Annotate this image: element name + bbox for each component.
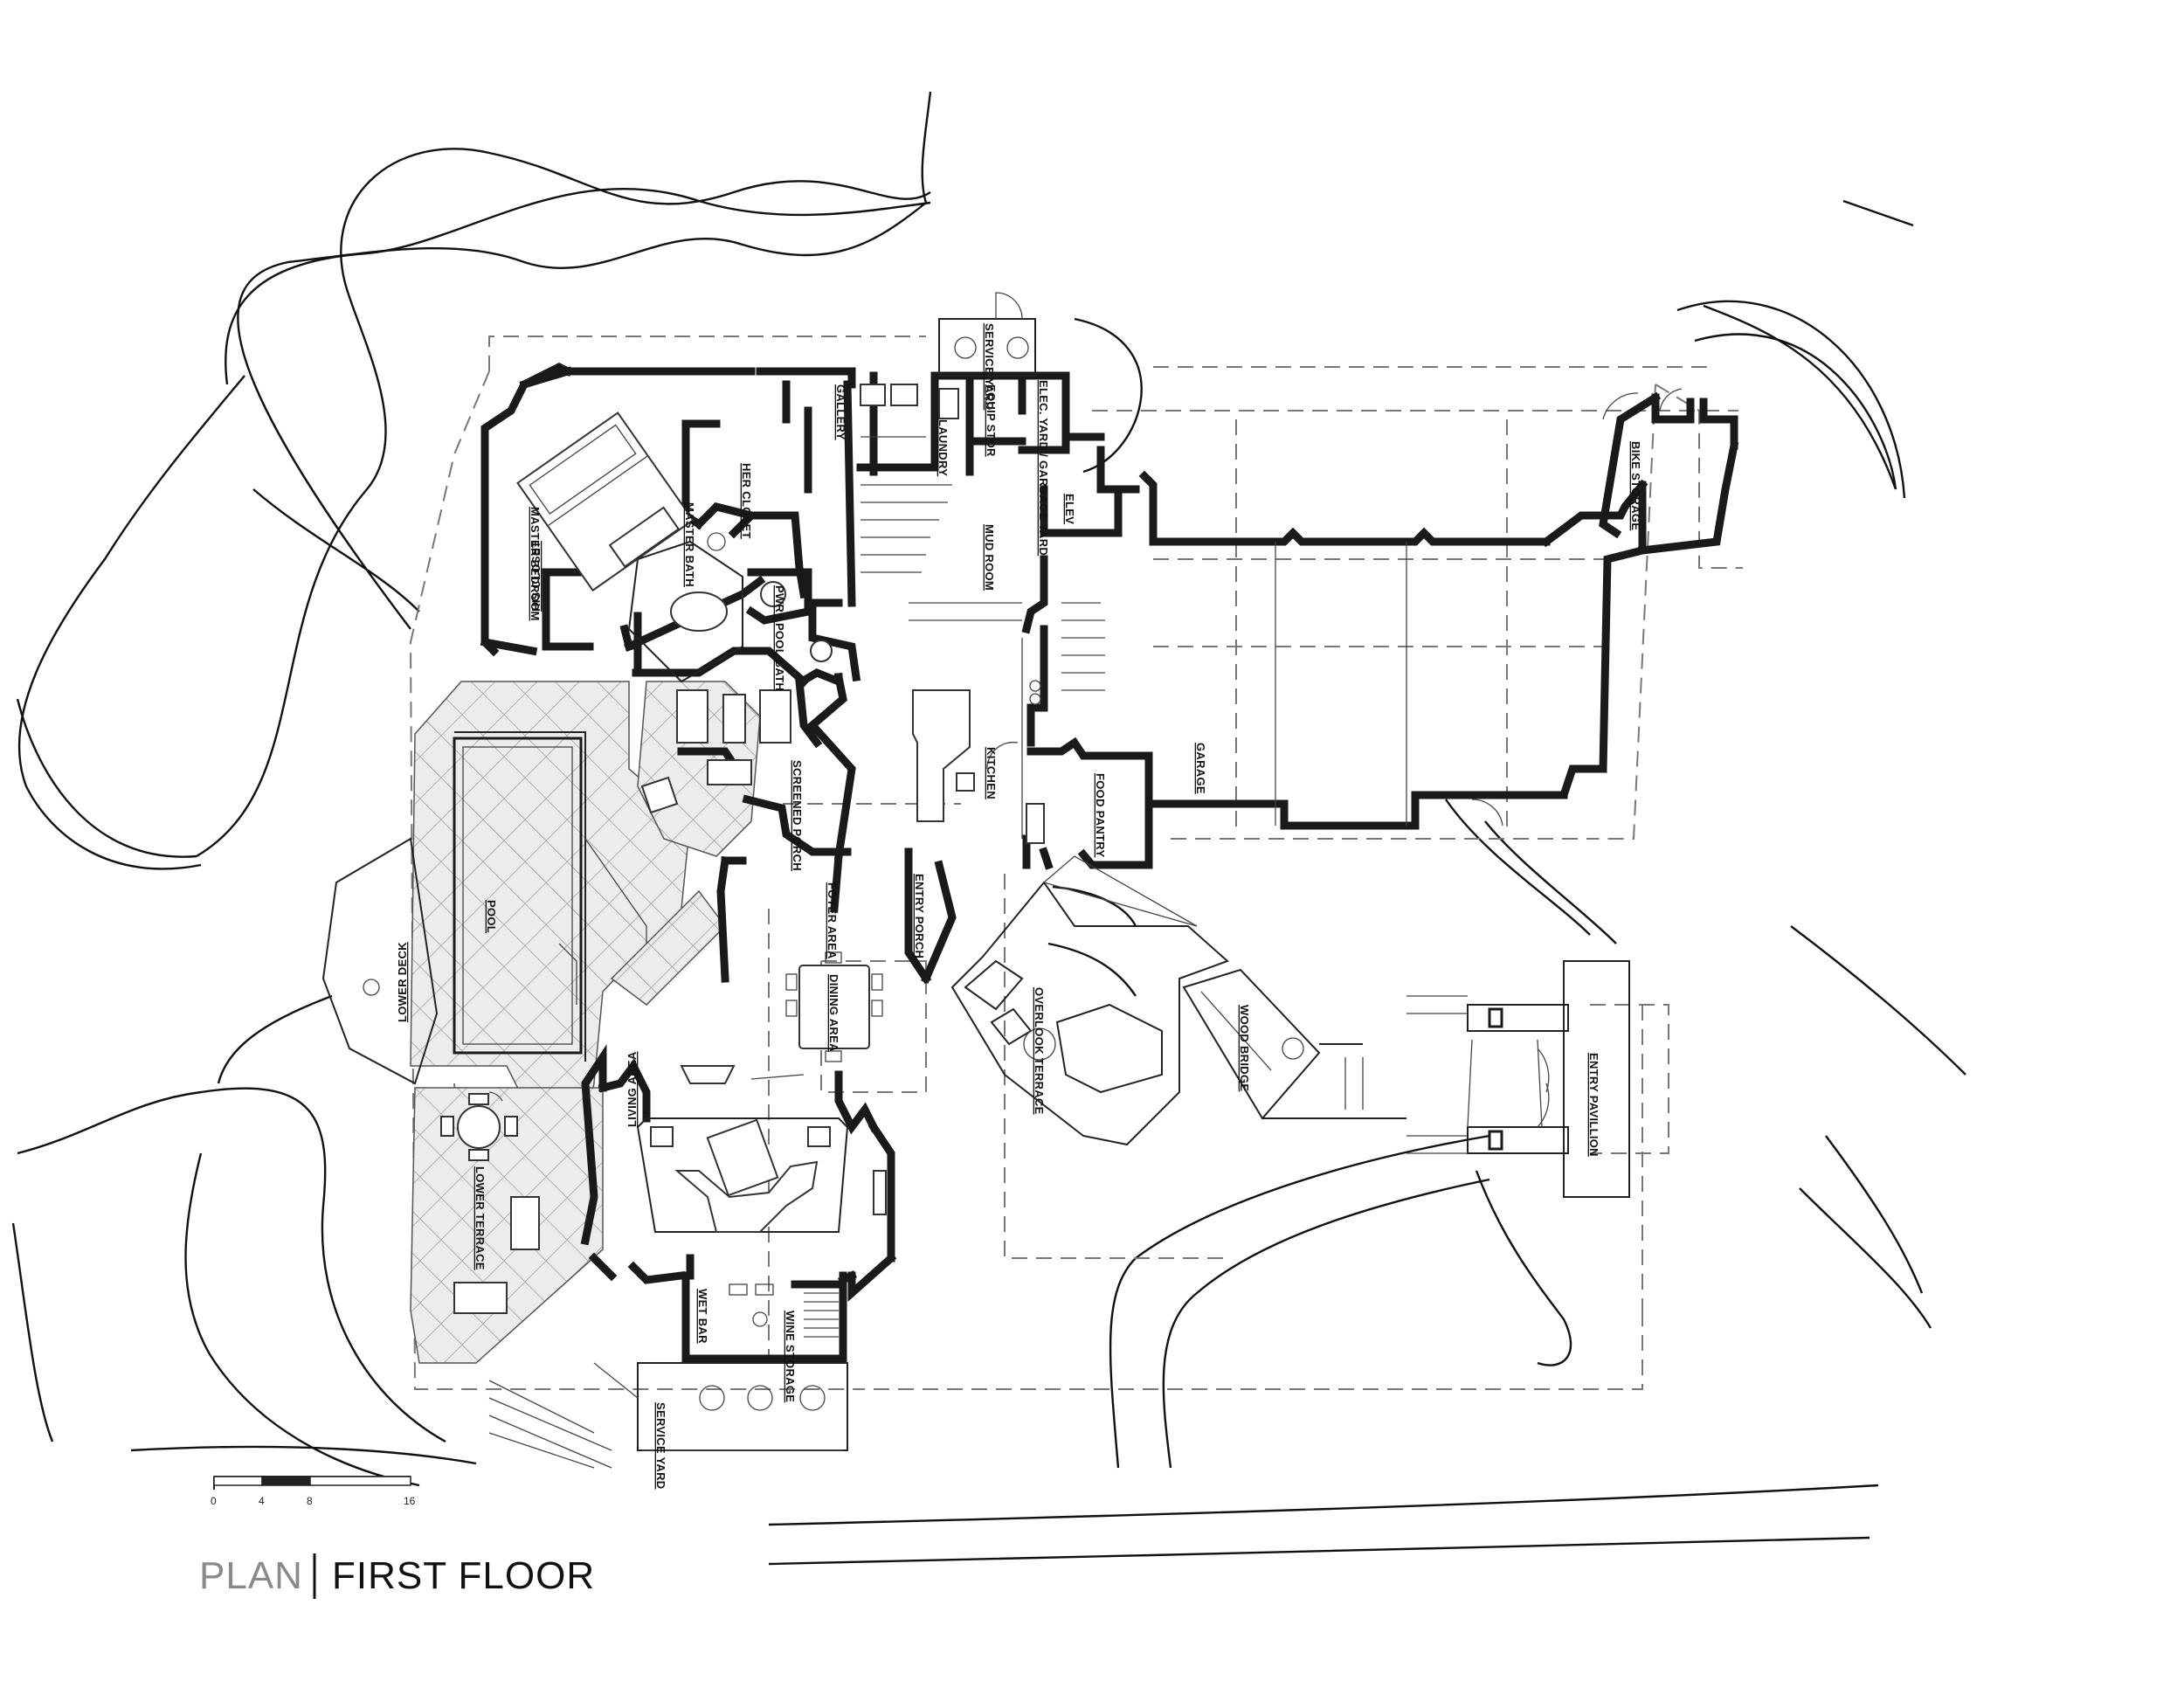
- label-screened-porch: SCREENED PORCH: [791, 760, 804, 871]
- label-wood-bridge: WOOD BRIDGE: [1238, 1005, 1251, 1091]
- overlook-terrace-outline: [950, 855, 1229, 1146]
- label-pool: POOL: [485, 900, 498, 933]
- wood-bridge: [1182, 968, 1406, 1120]
- interior-linework: [440, 292, 1683, 1469]
- label-equip-stor: EQUIP STOR: [985, 384, 998, 457]
- lower-terrace-furniture: [440, 1093, 540, 1314]
- label-kitchen: KITCHEN: [985, 747, 998, 799]
- label-dining-area: DINING AREA: [827, 974, 840, 1052]
- label-food-pantry: FOOD PANTRY: [1094, 773, 1107, 857]
- label-garage: GARAGE: [1194, 743, 1207, 794]
- scale-tick-0: 0: [211, 1495, 217, 1507]
- entry-pavilion: [1406, 960, 1630, 1198]
- label-overlook-terrace: OVERLOOK TERRACE: [1033, 987, 1046, 1115]
- service-yard-bottom: [488, 1362, 848, 1469]
- site-contours: [11, 91, 1966, 1566]
- drawing-title: PLAN FIRST FLOOR: [199, 1553, 595, 1599]
- living-furniture: [636, 1065, 887, 1233]
- service-yard-top: [938, 292, 1036, 377]
- label-entry-pavilion: ENTRY PAVILLION: [1587, 1053, 1600, 1157]
- lower-deck-outline: [321, 837, 439, 1085]
- dining-table: [785, 951, 883, 1062]
- label-master-bedroom: MASTER BEDROOM: [529, 507, 542, 621]
- room-labels: MASTER BEDROOM HIS CLOSET HER CLOSET MAS…: [396, 323, 1642, 1489]
- label-his-closet: HIS CLOSET: [529, 541, 543, 612]
- scale-tick-8: 8: [307, 1495, 313, 1507]
- master-bed: [516, 412, 695, 592]
- label-her-closet: HER CLOSET: [740, 463, 753, 539]
- scale-tick-16: 16: [404, 1495, 416, 1507]
- gallery-stairs: [860, 484, 952, 573]
- label-mud-room: MUD ROOM: [983, 524, 996, 591]
- label-laundry: LAUNDRY: [936, 419, 950, 476]
- label-living-area: LIVING AREA: [625, 1051, 639, 1127]
- label-gallery: GALLERY: [834, 384, 847, 440]
- scale-bar: 0 4 8 16: [211, 1476, 416, 1507]
- label-service-yard-top: SERVICE YARD: [983, 323, 996, 410]
- pool-outline: [453, 731, 647, 1062]
- label-lower-deck: LOWER DECK: [396, 942, 409, 1022]
- label-lower-terrace: LOWER TERRACE: [473, 1166, 487, 1270]
- kitchen-island: [909, 602, 1045, 844]
- porch-furniture: [640, 689, 791, 814]
- label-wet-bar: WET BAR: [696, 1289, 709, 1344]
- label-master-bath: MASTER BATH: [683, 502, 696, 587]
- scale-tick-4: 4: [259, 1495, 265, 1507]
- wet-bar-fixtures: [729, 1283, 839, 1338]
- label-wine-storage: WINE STORAGE: [784, 1311, 797, 1402]
- title-prefix: PLAN: [199, 1554, 303, 1597]
- label-service-yard-bottom: SERVICE YARD: [654, 1402, 667, 1489]
- label-bike-storage: BIKE STORAGE: [1629, 441, 1642, 530]
- label-entry-porch: ENTRY PORCH: [913, 874, 926, 958]
- title-main: FIRST FLOOR: [332, 1554, 595, 1597]
- label-elev: ELEV: [1063, 494, 1076, 524]
- label-foyer-area: FOYER AREA: [826, 882, 839, 959]
- mudroom-stairs: [1061, 602, 1105, 691]
- master-bath-tub: [627, 532, 833, 683]
- label-pwr-pool-bath: PWR / POOL BATH: [773, 585, 786, 691]
- label-elec-yard: ELEC. YARD / GARBAGE YARD: [1037, 380, 1050, 556]
